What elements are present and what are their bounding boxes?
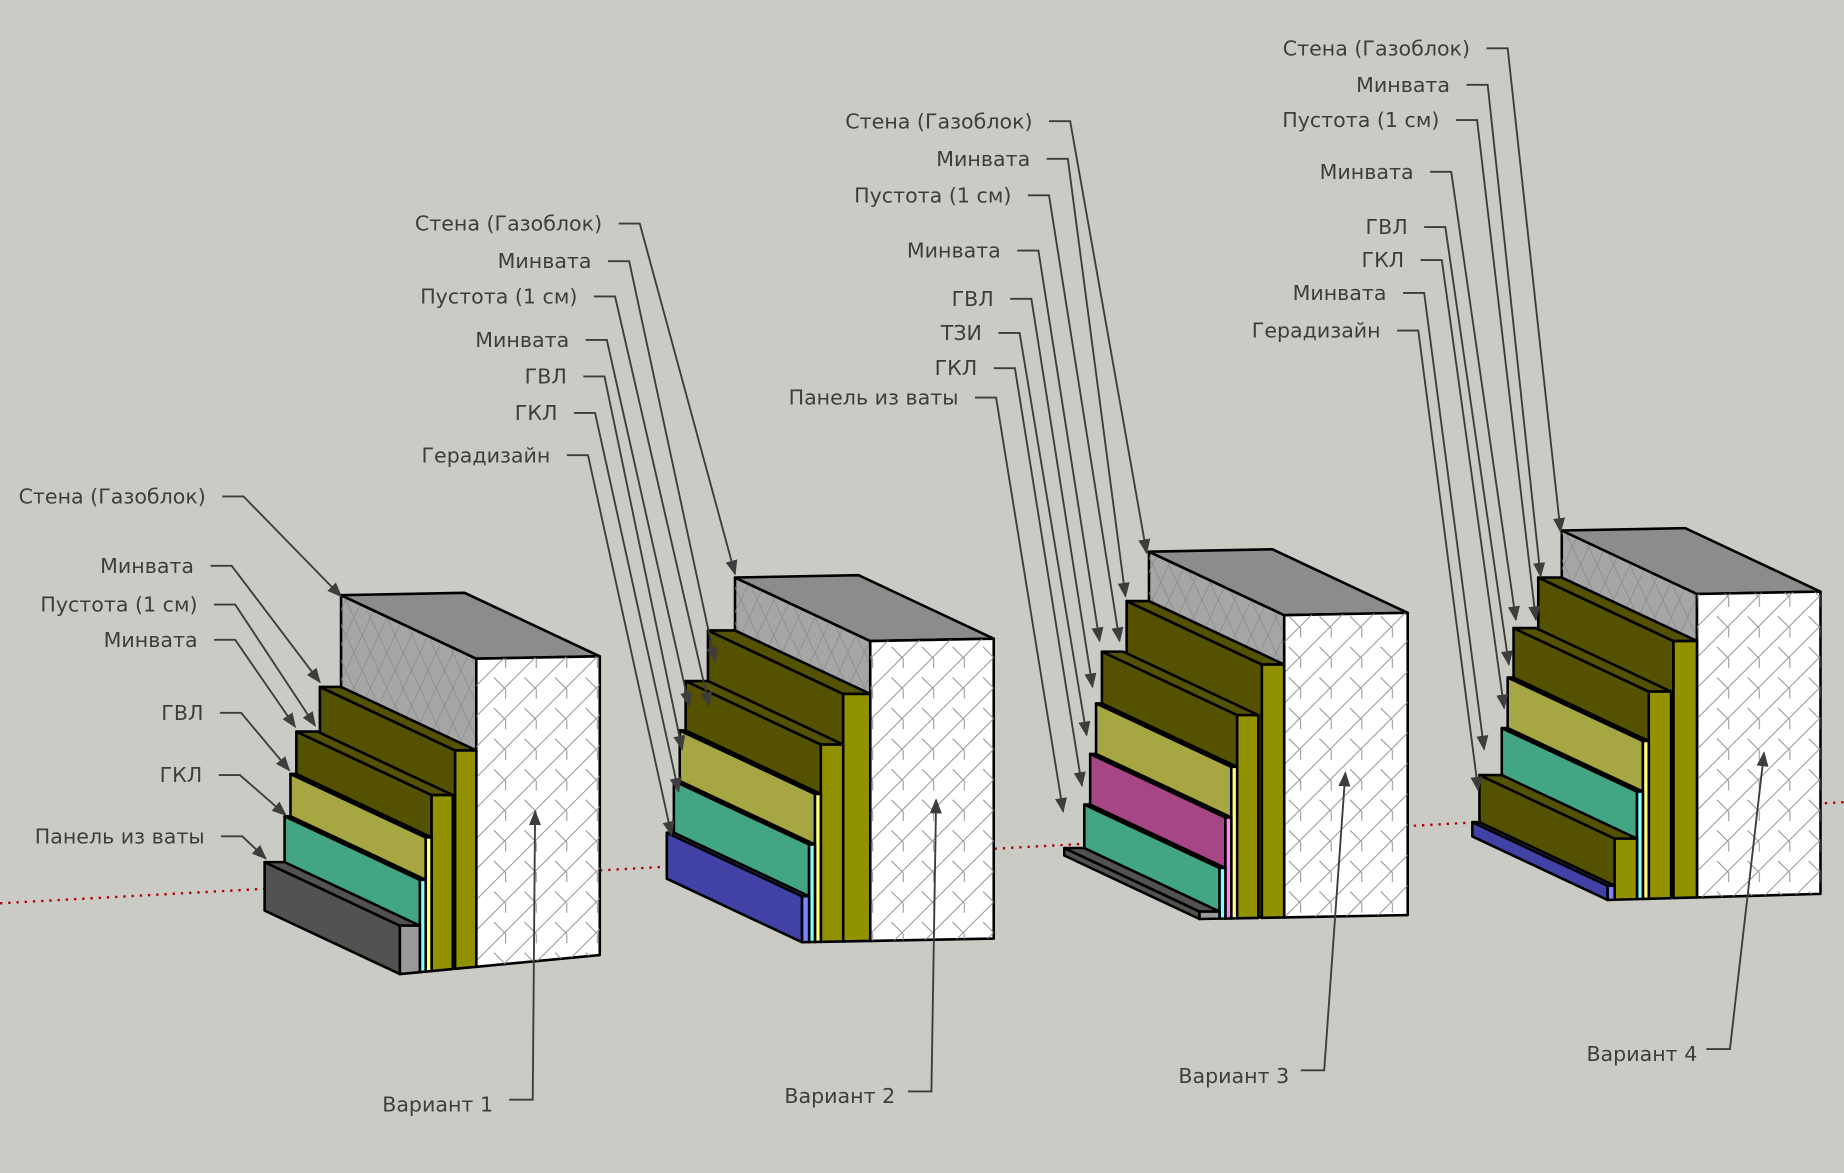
layer-end-face	[1235, 713, 1260, 920]
wall-end-hatch	[870, 638, 994, 941]
variant-3-section[interactable]	[1063, 548, 1409, 921]
label-leader-line	[585, 339, 693, 708]
layer-panel[interactable]	[263, 860, 422, 976]
layer-label: ГКЛ	[515, 401, 558, 425]
layer-end-face	[1647, 690, 1673, 901]
layer-label: ГВЛ	[161, 701, 203, 725]
layer-gera[interactable]	[665, 831, 811, 944]
label-leader-line	[222, 495, 343, 598]
layer-label: ГВЛ	[1366, 215, 1408, 239]
label-leader-line	[1486, 47, 1566, 534]
layer-end-face	[1198, 910, 1221, 921]
layer-label: Панель из ваты	[35, 824, 205, 848]
layer-label: ГКЛ	[935, 356, 978, 380]
variant-1-section[interactable]	[263, 591, 602, 976]
label-leader-line	[1430, 170, 1520, 622]
layer-label: ГКЛ	[1362, 248, 1405, 272]
layer-end-face	[1218, 866, 1227, 920]
label-leader-line	[221, 835, 267, 860]
variant-leader-line	[509, 810, 541, 1101]
variant-title: Вариант 4	[1586, 1042, 1697, 1066]
label-leader-line	[583, 375, 686, 751]
label-leader-line	[1420, 259, 1509, 710]
label-leader-line	[1402, 291, 1489, 751]
label-leader-line	[214, 638, 297, 729]
layer-label: Минвата	[475, 328, 569, 352]
label-leader-line	[1424, 226, 1513, 667]
variant-title: Вариант 2	[784, 1084, 895, 1108]
layer-label: Стена (Газоблок)	[415, 212, 602, 236]
label-leader-line	[974, 396, 1067, 814]
layer-panel[interactable]	[1063, 846, 1221, 921]
layer-label: ТЗИ	[940, 321, 982, 345]
label-leader-line	[1455, 119, 1541, 622]
layer-end-face	[453, 749, 478, 971]
label-leader-line	[1049, 120, 1151, 555]
label-leader-line	[608, 260, 719, 663]
layer-label: Пустота (1 см)	[420, 285, 577, 309]
layer-label: Стена (Газоблок)	[1283, 36, 1470, 60]
variant-leader-line	[1300, 771, 1351, 1072]
layer-label: Пустота (1 см)	[1282, 108, 1439, 132]
layer-label: Минвата	[498, 249, 592, 273]
label-leader-line	[1466, 83, 1546, 578]
label-leader-line	[1017, 249, 1104, 643]
layer-end-face	[841, 692, 872, 943]
layer-label: Пустота (1 см)	[40, 593, 197, 617]
label-leader-line	[218, 774, 287, 817]
layer-label: Стена (Газоблок)	[845, 109, 1032, 133]
label-leader-line	[998, 331, 1091, 737]
layer-end-face	[819, 743, 845, 944]
layer-label: ГВЛ	[525, 364, 567, 388]
layer-label: Панель из ваты	[789, 386, 959, 410]
label-leader-line	[566, 454, 675, 837]
layer-label: Минвата	[1356, 73, 1450, 97]
layer-label: Минвата	[907, 239, 1001, 263]
label-leader-line	[593, 295, 712, 708]
layer-label: ГВЛ	[952, 287, 994, 311]
wall-end-hatch	[476, 656, 600, 967]
variant-title: Вариант 3	[1178, 1064, 1289, 1088]
layer-label: Герадизайн	[422, 443, 551, 467]
label-leader-line	[219, 711, 291, 772]
layer-label: Пустота (1 см)	[854, 183, 1011, 207]
label-leader-line	[573, 411, 682, 794]
label-leader-line	[1397, 329, 1483, 792]
layer-gkl[interactable]	[1082, 803, 1227, 920]
layer-end-face	[398, 924, 422, 976]
label-leader-line	[1027, 194, 1124, 643]
layer-end-face	[800, 894, 811, 944]
layer-label: Минвата	[936, 147, 1030, 171]
wall-end-hatch	[1696, 591, 1821, 898]
layer-label: Минвата	[100, 554, 194, 578]
layer-label: Герадизайн	[1252, 319, 1381, 343]
label-leader-line	[618, 222, 738, 576]
layer-label: Стена (Газоблок)	[19, 484, 206, 508]
variant-title: Вариант 1	[382, 1092, 493, 1116]
layer-label: Минвата	[1293, 281, 1387, 305]
label-leader-line	[1010, 297, 1097, 689]
variant-2-section[interactable]	[665, 573, 996, 944]
layer-end-face	[1606, 884, 1616, 902]
layer-end-face	[1260, 663, 1286, 920]
variant-leader-line	[907, 798, 942, 1093]
label-leader-line	[1046, 157, 1130, 598]
wall-end-hatch	[1284, 612, 1408, 918]
layer-end-face	[1672, 639, 1699, 900]
layer-label: Минвата	[1320, 160, 1414, 184]
layer-end-face	[430, 793, 455, 973]
variant-4-section[interactable]	[1471, 526, 1822, 902]
label-leader-line	[210, 564, 321, 684]
label-leader-line	[993, 367, 1086, 788]
layer-end-face	[1613, 837, 1639, 902]
layer-gera[interactable]	[1471, 820, 1616, 902]
layer-label: ГКЛ	[160, 763, 203, 787]
variant-leader-line	[1706, 751, 1769, 1051]
label-leader-line	[214, 603, 317, 727]
layer-label: Минвата	[104, 628, 198, 652]
